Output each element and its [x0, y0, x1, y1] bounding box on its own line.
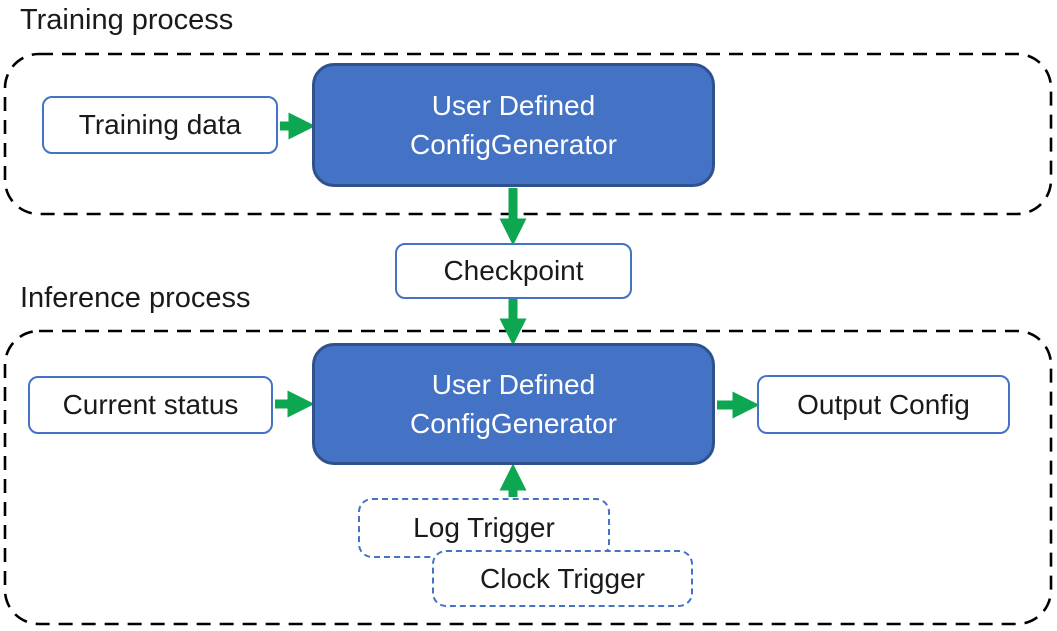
inference-region-border [3, 329, 1053, 626]
training-region-border [3, 52, 1053, 216]
clock-trigger-label: Clock Trigger [480, 562, 645, 594]
training-data-box: Training data [42, 96, 278, 154]
current-status-label: Current status [62, 389, 239, 420]
training-data-label: Training data [78, 109, 242, 140]
inference-section-label: Inference process [20, 282, 251, 314]
training-section-label: Training process [20, 4, 234, 36]
checkpoint-box: Checkpoint [395, 243, 632, 299]
training-config-generator-box: User Defined ConfigGenerator [312, 63, 715, 187]
output-config-box: Output Config [757, 375, 1010, 434]
training-config-generator-line2: ConfigGenerator [409, 129, 617, 160]
inference-config-generator-line2: ConfigGenerator [409, 408, 617, 439]
clock-trigger-box: Clock Trigger [432, 550, 693, 607]
inference-config-generator-line1: User Defined [431, 368, 596, 400]
log-trigger-label: Log Trigger [413, 512, 555, 543]
checkpoint-label: Checkpoint [443, 255, 584, 286]
training-config-generator-line1: User Defined [431, 89, 596, 121]
log-trigger-box: Log Trigger [358, 498, 610, 558]
current-status-box: Current status [28, 376, 273, 434]
inference-config-generator-box: User Defined ConfigGenerator [312, 343, 715, 465]
output-config-label: Output Config [797, 388, 970, 420]
